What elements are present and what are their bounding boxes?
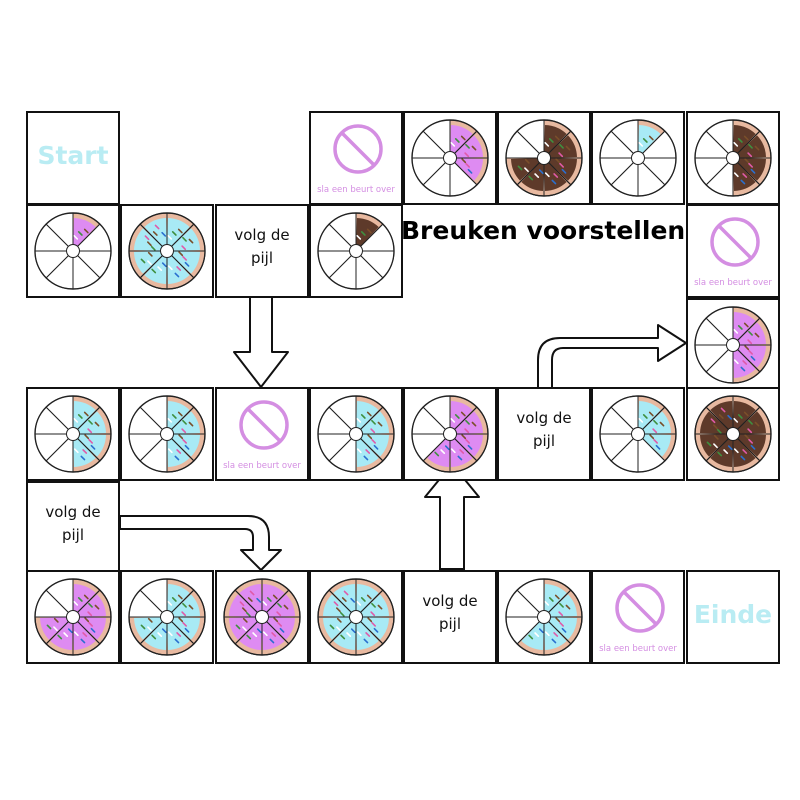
- donut-fraction-tile: [26, 570, 120, 664]
- donut-fraction-tile: [403, 387, 497, 481]
- donut-fraction-tile: [215, 570, 309, 664]
- donut-fraction-tile: [591, 111, 685, 205]
- follow-arrow-line: pijl: [61, 526, 85, 544]
- donut-fraction-icon: [128, 578, 206, 656]
- skip-turn-tile: sla een beurt over: [215, 387, 309, 481]
- follow-arrow-line: volg de: [516, 409, 572, 427]
- skip-turn-text: sla een beurt over: [317, 185, 395, 195]
- follow-arrow-icon: [233, 291, 289, 388]
- skip-turn-text: sla een beurt over: [599, 644, 677, 654]
- skip-turn-icon: [615, 583, 665, 633]
- donut-fraction-icon: [694, 395, 772, 473]
- start-label: Start: [37, 141, 109, 170]
- follow-arrow-line: pijl: [438, 615, 462, 633]
- donut-fraction-icon: [505, 578, 583, 656]
- donut-fraction-tile: [403, 111, 497, 205]
- board-title: Breuken voorstellen: [401, 216, 686, 245]
- donut-fraction-icon: [34, 395, 112, 473]
- donut-fraction-icon: [505, 119, 583, 197]
- donut-fraction-tile: [686, 111, 780, 205]
- donut-fraction-tile: [309, 387, 403, 481]
- donut-fraction-tile: [26, 387, 120, 481]
- end-label: Einde: [693, 600, 773, 629]
- donut-fraction-icon: [694, 119, 772, 197]
- follow-arrow-line: pijl: [532, 432, 556, 450]
- donut-fraction-tile: [497, 570, 591, 664]
- skip-turn-tile: sla een beurt over: [591, 570, 685, 664]
- donut-fraction-tile: [120, 387, 214, 481]
- follow-arrow-line: pijl: [250, 249, 274, 267]
- donut-fraction-tile: [309, 570, 403, 664]
- skip-turn-icon: [333, 124, 383, 174]
- donut-fraction-icon: [317, 212, 395, 290]
- follow-arrow-text: volg de pijl: [28, 501, 118, 547]
- donut-fraction-icon: [128, 212, 206, 290]
- donut-fraction-icon: [694, 306, 772, 384]
- follow-arrow-icon: [537, 324, 687, 391]
- follow-arrow-icon: [119, 515, 282, 571]
- follow-arrow-text: volg de pijl: [405, 590, 495, 636]
- donut-fraction-icon: [411, 395, 489, 473]
- skip-turn-tile: sla een beurt over: [309, 111, 403, 205]
- donut-fraction-icon: [34, 578, 112, 656]
- follow-arrow-text: volg de pijl: [499, 407, 589, 453]
- donut-fraction-tile: [497, 111, 591, 205]
- follow-arrow-tile: volg de pijl: [26, 481, 120, 575]
- donut-fraction-icon: [34, 212, 112, 290]
- donut-fraction-tile: [120, 570, 214, 664]
- donut-fraction-tile: [309, 204, 403, 298]
- end-tile: Einde: [686, 570, 780, 664]
- skip-turn-tile: sla een beurt over: [686, 204, 780, 298]
- donut-fraction-tile: [120, 204, 214, 298]
- skip-turn-icon: [239, 400, 289, 450]
- follow-arrow-line: volg de: [422, 592, 478, 610]
- donut-fraction-icon: [223, 578, 301, 656]
- follow-arrow-tile: volg de pijl: [497, 387, 591, 481]
- follow-arrow-tile: volg de pijl: [403, 570, 497, 664]
- follow-arrow-text: volg de pijl: [217, 224, 307, 270]
- skip-turn-text: sla een beurt over: [694, 278, 772, 288]
- skip-turn-text: sla een beurt over: [223, 461, 301, 471]
- donut-fraction-tile: [686, 387, 780, 481]
- donut-fraction-tile: [26, 204, 120, 298]
- donut-fraction-icon: [599, 395, 677, 473]
- donut-fraction-tile: [686, 298, 780, 392]
- donut-fraction-icon: [599, 119, 677, 197]
- donut-fraction-icon: [317, 395, 395, 473]
- donut-fraction-icon: [128, 395, 206, 473]
- follow-arrow-tile: volg de pijl: [215, 204, 309, 298]
- donut-fraction-tile: [591, 387, 685, 481]
- skip-turn-icon: [710, 217, 760, 267]
- follow-arrow-line: volg de: [45, 503, 101, 521]
- donut-fraction-icon: [317, 578, 395, 656]
- start-tile: Start: [26, 111, 120, 205]
- donut-fraction-icon: [411, 119, 489, 197]
- follow-arrow-line: volg de: [234, 226, 290, 244]
